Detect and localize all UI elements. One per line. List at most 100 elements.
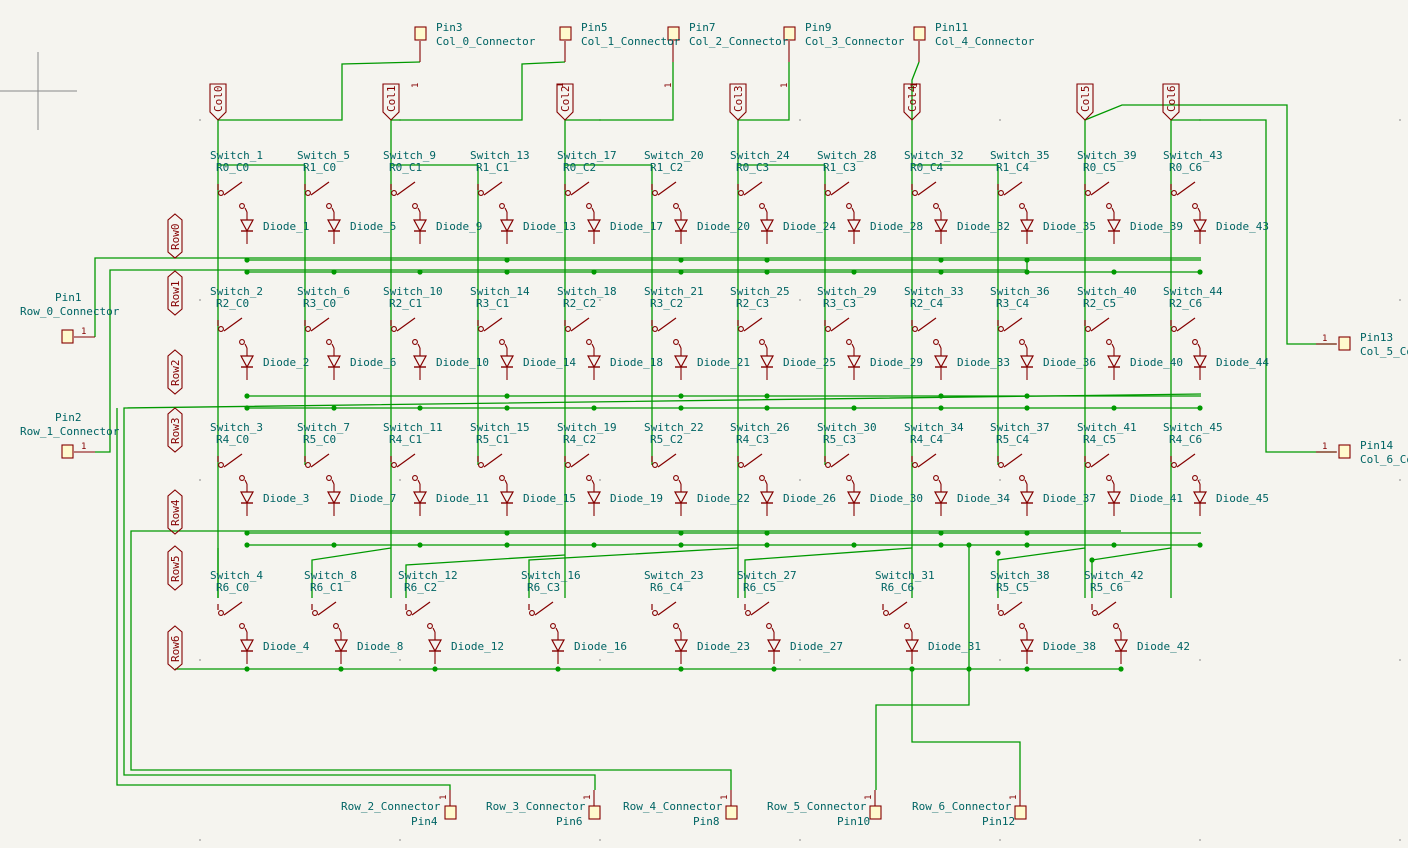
switch-value: R2_C2 [563, 297, 596, 310]
connector-pin-number: 1 [583, 795, 593, 800]
switch-lead [1197, 479, 1201, 485]
switch-lever [223, 453, 243, 468]
switch-lever [743, 181, 763, 196]
junction-dot [1024, 269, 1030, 275]
junction-dot [1024, 542, 1030, 548]
switch-contact [673, 623, 679, 629]
grid-dot [199, 299, 201, 301]
diode-ref: Diode_23 [697, 640, 750, 653]
col-label-col3: Col3 [729, 83, 747, 121]
switch-switch-23 [651, 601, 689, 664]
diode-body [759, 355, 775, 369]
switch-contact [305, 326, 311, 332]
switch-lead [1118, 627, 1122, 633]
connector-pin-number: 1 [439, 795, 449, 800]
labels: Switch_1R0_C0Diode_1Switch_5R1_C0Diode_5… [20, 21, 1408, 828]
switch-lead [1024, 207, 1028, 213]
diode-ref: Diode_36 [1043, 356, 1096, 369]
diode-ref: Diode_12 [451, 640, 504, 653]
junction-dot [1024, 405, 1030, 411]
switch-lead [244, 207, 248, 213]
switch-contact [326, 339, 332, 345]
switch-value: R4_C5 [1083, 433, 1116, 446]
switch-ref: Switch_43 [1163, 149, 1223, 162]
switch-switch-29 [824, 317, 862, 380]
switch-contact [412, 203, 418, 209]
connector-pin7 [667, 26, 680, 41]
grid-dot [999, 299, 1001, 301]
switch-ref: Switch_3 [210, 421, 263, 434]
connector-pin6 [588, 805, 601, 820]
diode-ref: Diode_10 [436, 356, 489, 369]
diode-ref: Diode_19 [610, 492, 663, 505]
junction-dot [1024, 666, 1030, 672]
row-label-shape [167, 270, 183, 316]
diode-body [499, 355, 515, 369]
connector-pin-number: 1 [556, 83, 566, 88]
switch-lever [750, 601, 770, 616]
switch-lever [570, 317, 590, 332]
connector-pin-number: 1 [1322, 442, 1327, 452]
connector-name: Row_6_Connector [912, 800, 1012, 813]
connector-pin14 [1338, 444, 1351, 459]
switch-contact [218, 326, 224, 332]
switch-ref: Switch_26 [730, 421, 790, 434]
switch-switch-15 [477, 453, 515, 516]
switch-lead [1197, 207, 1201, 213]
diode-ref: Diode_18 [610, 356, 663, 369]
switch-lead [678, 479, 682, 485]
connector-name: Col_6_Connector [1360, 453, 1408, 466]
switch-contact [998, 462, 1004, 468]
connector-pin5 [559, 26, 572, 41]
switch-switch-45 [1170, 453, 1208, 516]
junction-dot [938, 530, 944, 536]
switch-contact [738, 326, 744, 332]
col-label-col4: Col4 [903, 83, 921, 121]
connector-pin-number: 1 [780, 83, 790, 88]
junction-dot [764, 530, 770, 536]
switch-ref: Switch_16 [521, 569, 581, 582]
junction-dot [938, 269, 944, 275]
switch-lever [1090, 453, 1110, 468]
diode-body [1192, 219, 1208, 233]
diode-body [1019, 355, 1035, 369]
col1-connector-wire [391, 61, 566, 121]
connector-pin-number: 1 [81, 327, 86, 337]
switch-contact [912, 326, 918, 332]
connector-pin9 [783, 26, 796, 41]
switch-contact [1106, 475, 1112, 481]
switch-lead [938, 207, 942, 213]
switch-contact [406, 610, 412, 616]
row-label-shape [167, 545, 183, 591]
switch-value: R4_C0 [216, 433, 249, 446]
switch-ref: Switch_10 [383, 285, 443, 298]
switch-contact [239, 339, 245, 345]
diode-ref: Diode_26 [783, 492, 836, 505]
switch-lead [764, 207, 768, 213]
switch-switch-13 [477, 181, 515, 244]
switch-lead [1111, 343, 1115, 349]
diode-ref: Diode_24 [783, 220, 836, 233]
switch-lead [851, 343, 855, 349]
junction-dot [244, 542, 250, 548]
switch-value: R0_C3 [736, 161, 769, 174]
col-label-text: Col5 [1079, 86, 1092, 113]
row-label-text: Row5 [169, 556, 182, 583]
switch-value: R1_C3 [823, 161, 856, 174]
switch-switch-11 [390, 453, 428, 516]
switch-contact [565, 326, 571, 332]
diode-body [239, 639, 255, 653]
connector-pin-name: Pin2 [55, 411, 82, 424]
diode-ref: Diode_25 [783, 356, 836, 369]
diode-body [239, 355, 255, 369]
switch-contact [1092, 610, 1098, 616]
diode-ref: Diode_2 [263, 356, 309, 369]
switch-contact [652, 326, 658, 332]
connector-pin12 [1014, 805, 1027, 820]
row4-connector-wire [130, 530, 1121, 790]
switch-contact [239, 475, 245, 481]
diode-ref: Diode_37 [1043, 492, 1096, 505]
switch-ref: Switch_32 [904, 149, 964, 162]
row-label-shape [167, 625, 183, 671]
